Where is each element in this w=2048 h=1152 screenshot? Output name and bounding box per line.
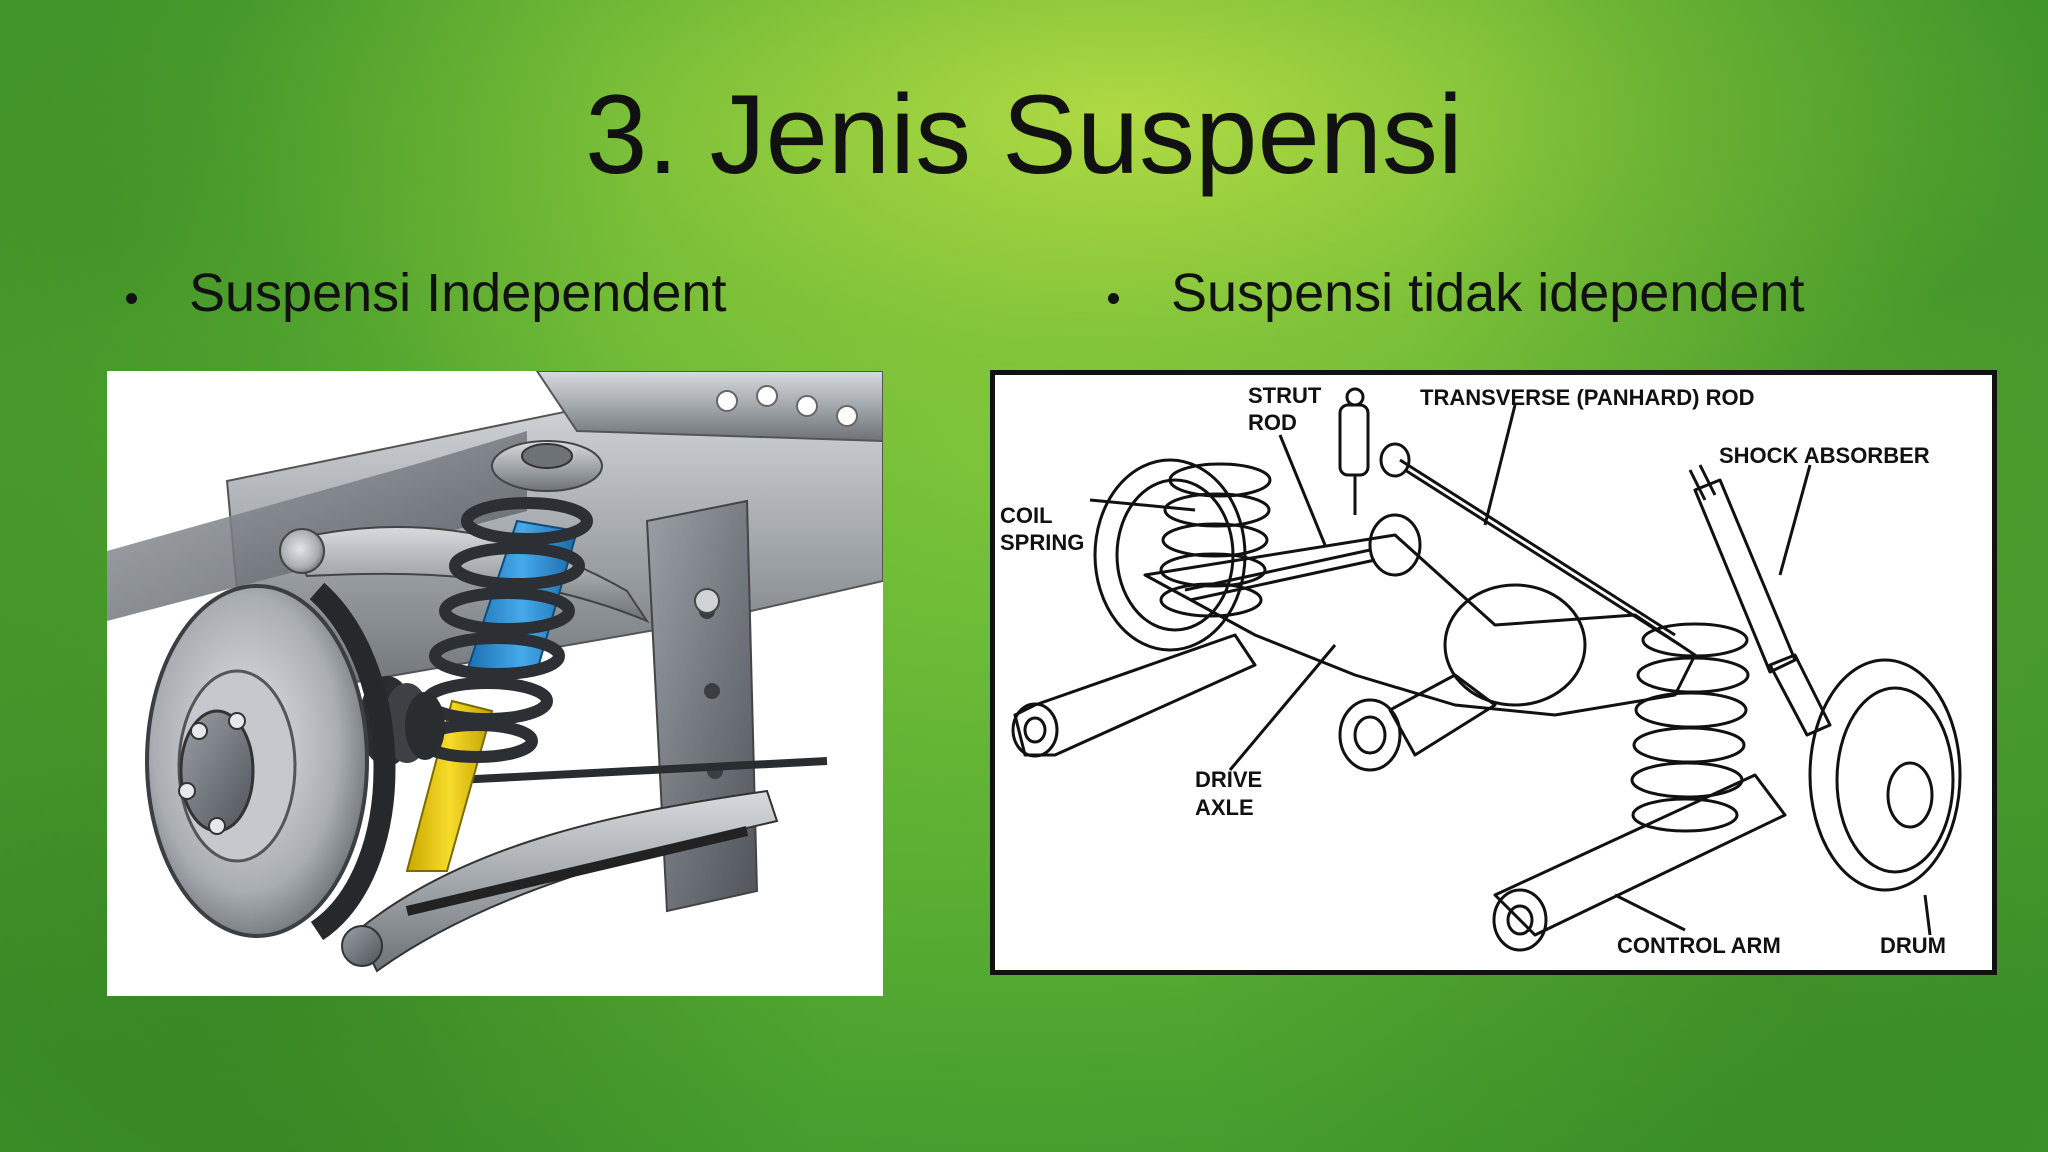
label-control-arm: CONTROL ARM [1617,933,1781,958]
bullet-dot [1108,292,1119,304]
bullet-text: Suspensi tidak idependent [1171,263,1805,323]
slide-title: 3. Jenis Suspensi [585,72,1463,197]
independent-suspension-illustration [107,371,883,973]
label-spring: SPRING [1000,530,1084,555]
non-independent-suspension-diagram: STRUT ROD TRANSVERSE (PANHARD) ROD SHOCK… [990,370,1997,975]
label-strut: STRUT [1248,383,1322,408]
solid-axle-diagram: STRUT ROD TRANSVERSE (PANHARD) ROD SHOCK… [1000,383,1962,958]
label-transverse-rod: TRANSVERSE (PANHARD) ROD [1420,385,1755,410]
label-rod: ROD [1248,410,1297,435]
label-drive: DRIVE [1195,767,1262,792]
label-shock-absorber: SHOCK ABSORBER [1719,443,1930,468]
bullet-text: Suspensi Independent [189,263,727,323]
label-coil: COIL [1000,503,1053,528]
bullet-dot [126,292,137,304]
label-axle: AXLE [1195,795,1254,820]
independent-suspension-image [107,371,883,996]
bullet-non-independent: Suspensi tidak idependent [1108,262,1804,324]
bullet-independent: Suspensi Independent [126,262,726,324]
label-drum: DRUM [1880,933,1946,958]
